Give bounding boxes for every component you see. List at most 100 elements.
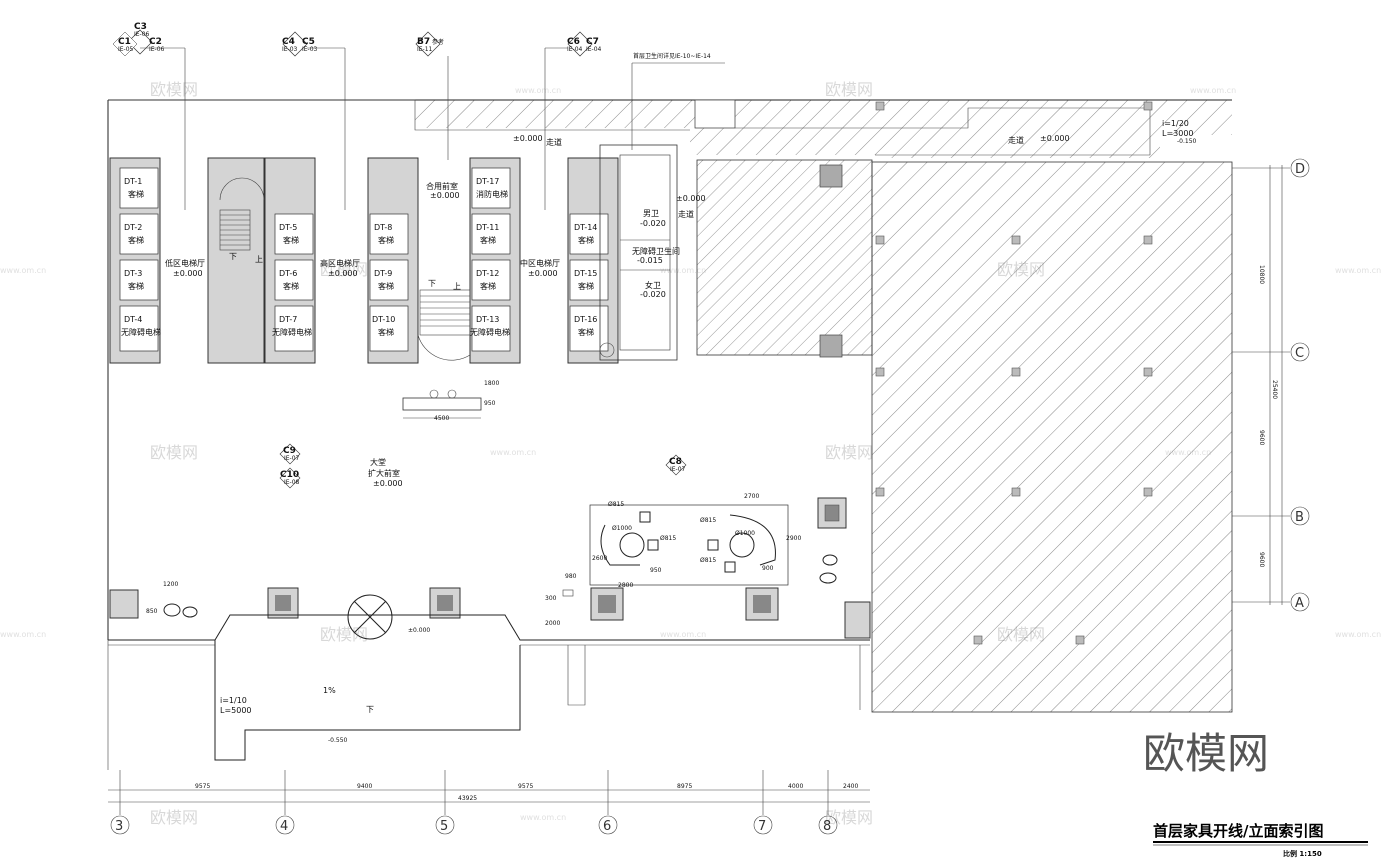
svg-text:合用前室: 合用前室 (426, 181, 458, 191)
svg-text:www.om.cn: www.om.cn (1190, 86, 1236, 95)
svg-text:IE-04: IE-04 (567, 46, 583, 53)
restroom-block: 男卫 -0.020 无障碍卫生间 -0.015 女卫 -0.020 首层卫生间详… (599, 52, 725, 361)
svg-text:9575: 9575 (195, 783, 210, 790)
svg-text:900: 900 (762, 565, 774, 572)
revolving-door: ±0.000 (347, 594, 430, 640)
svg-text:B: B (1295, 510, 1304, 525)
svg-text:-0.020: -0.020 (640, 219, 666, 228)
svg-text:C8: C8 (669, 457, 682, 467)
svg-text:无障碍电梯: 无障碍电梯 (470, 327, 510, 337)
svg-text:9400: 9400 (357, 783, 372, 790)
svg-text:C10: C10 (280, 470, 299, 480)
svg-text:www.om.cn: www.om.cn (1335, 266, 1381, 275)
svg-text:www.om.cn: www.om.cn (490, 448, 536, 457)
svg-text:-0.020: -0.020 (640, 290, 666, 299)
svg-text:IE-04: IE-04 (586, 46, 602, 53)
facade-lines: i=1/10 L=5000 1% 下 -0.550 (107, 614, 870, 770)
svg-text:Ø815: Ø815 (608, 501, 624, 508)
svg-text:IE-07: IE-07 (670, 466, 686, 473)
svg-text:±0.000: ±0.000 (676, 194, 706, 203)
svg-text:DT-16: DT-16 (574, 315, 597, 324)
svg-text:男卫: 男卫 (643, 209, 659, 218)
svg-text:2800: 2800 (618, 582, 633, 589)
svg-text:C4: C4 (282, 37, 295, 47)
svg-text:300: 300 (545, 595, 557, 602)
svg-text:9600: 9600 (1258, 552, 1265, 567)
svg-text:8: 8 (823, 819, 831, 834)
svg-text:DT-9: DT-9 (374, 269, 392, 278)
svg-text:DT-10: DT-10 (372, 315, 395, 324)
svg-text:DT-13: DT-13 (476, 315, 499, 324)
svg-text:IE-06: IE-06 (149, 46, 165, 53)
svg-text:±0.000: ±0.000 (173, 269, 203, 278)
svg-text:客梯: 客梯 (578, 281, 594, 291)
svg-text:欧模网: 欧模网 (320, 625, 368, 644)
svg-text:DT-14: DT-14 (574, 223, 597, 232)
svg-text:43925: 43925 (458, 795, 477, 802)
svg-text:客梯: 客梯 (283, 235, 299, 245)
bottom-dimensions: 9575 9400 9575 8975 4000 2400 43925 3 4 … (108, 770, 870, 835)
svg-text:980: 980 (565, 573, 577, 580)
svg-text:2000: 2000 (545, 620, 560, 627)
svg-text:客梯: 客梯 (578, 235, 594, 245)
svg-text:1%: 1% (323, 686, 336, 695)
svg-text:Ø1000: Ø1000 (612, 525, 632, 532)
title-block: 首层家具开线/立面索引图 比例 1:150 (1153, 822, 1368, 858)
svg-text:C6: C6 (567, 37, 580, 47)
svg-text:DT-7: DT-7 (279, 315, 297, 324)
svg-text:客梯: 客梯 (378, 327, 394, 337)
svg-text:950: 950 (484, 400, 496, 407)
svg-text:C9: C9 (283, 446, 296, 456)
svg-text:950: 950 (650, 567, 662, 574)
svg-text:3: 3 (115, 819, 123, 834)
svg-text:i=1/10: i=1/10 (220, 696, 247, 705)
svg-text:客梯: 客梯 (480, 281, 496, 291)
svg-text:7: 7 (758, 819, 766, 834)
svg-text:4000: 4000 (788, 783, 803, 790)
svg-text:DT-6: DT-6 (279, 269, 297, 278)
svg-text:欧模网: 欧模网 (150, 808, 198, 827)
svg-text:下: 下 (229, 252, 237, 261)
svg-text:DT-8: DT-8 (374, 223, 392, 232)
main-hall: 大堂 扩大前室 ±0.000 4500 1800 950 (368, 380, 499, 488)
svg-text:Ø1000: Ø1000 (735, 530, 755, 537)
svg-text:欧模网: 欧模网 (320, 260, 368, 279)
svg-text:9600: 9600 (1258, 430, 1265, 445)
svg-text:DT-2: DT-2 (124, 223, 142, 232)
svg-text:女卫: 女卫 (645, 280, 661, 290)
svg-text:C1: C1 (118, 37, 131, 47)
svg-text:DT-1: DT-1 (124, 177, 142, 186)
svg-text:DT-15: DT-15 (574, 269, 597, 278)
svg-text:下: 下 (366, 705, 374, 714)
svg-text:25400: 25400 (1271, 380, 1278, 399)
svg-text:下: 下 (428, 279, 436, 288)
svg-text:高区电梯厅: 高区电梯厅 (320, 258, 360, 268)
svg-text:Ø815: Ø815 (700, 517, 716, 524)
svg-text:±0.000: ±0.000 (513, 134, 543, 143)
svg-text:www.om.cn: www.om.cn (1335, 630, 1381, 639)
svg-text:1800: 1800 (484, 380, 499, 387)
svg-text:www.om.cn: www.om.cn (0, 266, 46, 275)
svg-text:C3: C3 (134, 22, 147, 32)
svg-text:客梯: 客梯 (378, 235, 394, 245)
svg-text:欧模网: 欧模网 (825, 443, 873, 462)
lobby-labels: 低区电梯厅 ±0.000 高区电梯厅 ±0.000 中区电梯厅 ±0.000 ±… (165, 48, 1070, 291)
svg-text:DT-12: DT-12 (476, 269, 499, 278)
hatched-block-mid (696, 159, 873, 356)
svg-text:客梯: 客梯 (128, 281, 144, 291)
ramp-top-note: i=1/20 L=3000 -0.150 (1162, 119, 1197, 145)
svg-text:Ø815: Ø815 (700, 557, 716, 564)
svg-text:850: 850 (146, 608, 158, 615)
svg-text:DT-17: DT-17 (476, 177, 499, 186)
svg-text:B7: B7 (417, 37, 430, 47)
svg-text:欧模网: 欧模网 (150, 80, 198, 99)
svg-text:4500: 4500 (434, 415, 449, 422)
svg-text:8975: 8975 (677, 783, 692, 790)
svg-text:Ø815: Ø815 (660, 535, 676, 542)
svg-text:C5: C5 (302, 37, 315, 47)
svg-text:±0.000: ±0.000 (1040, 134, 1070, 143)
watermark-layer: 欧模网 欧模网 www.om.cn www.om.cn 欧模网 欧模网 www.… (0, 80, 1381, 827)
svg-text:低区电梯厅: 低区电梯厅 (165, 258, 205, 268)
svg-text:www.om.cn: www.om.cn (515, 86, 561, 95)
svg-text:DT-11: DT-11 (476, 223, 499, 232)
